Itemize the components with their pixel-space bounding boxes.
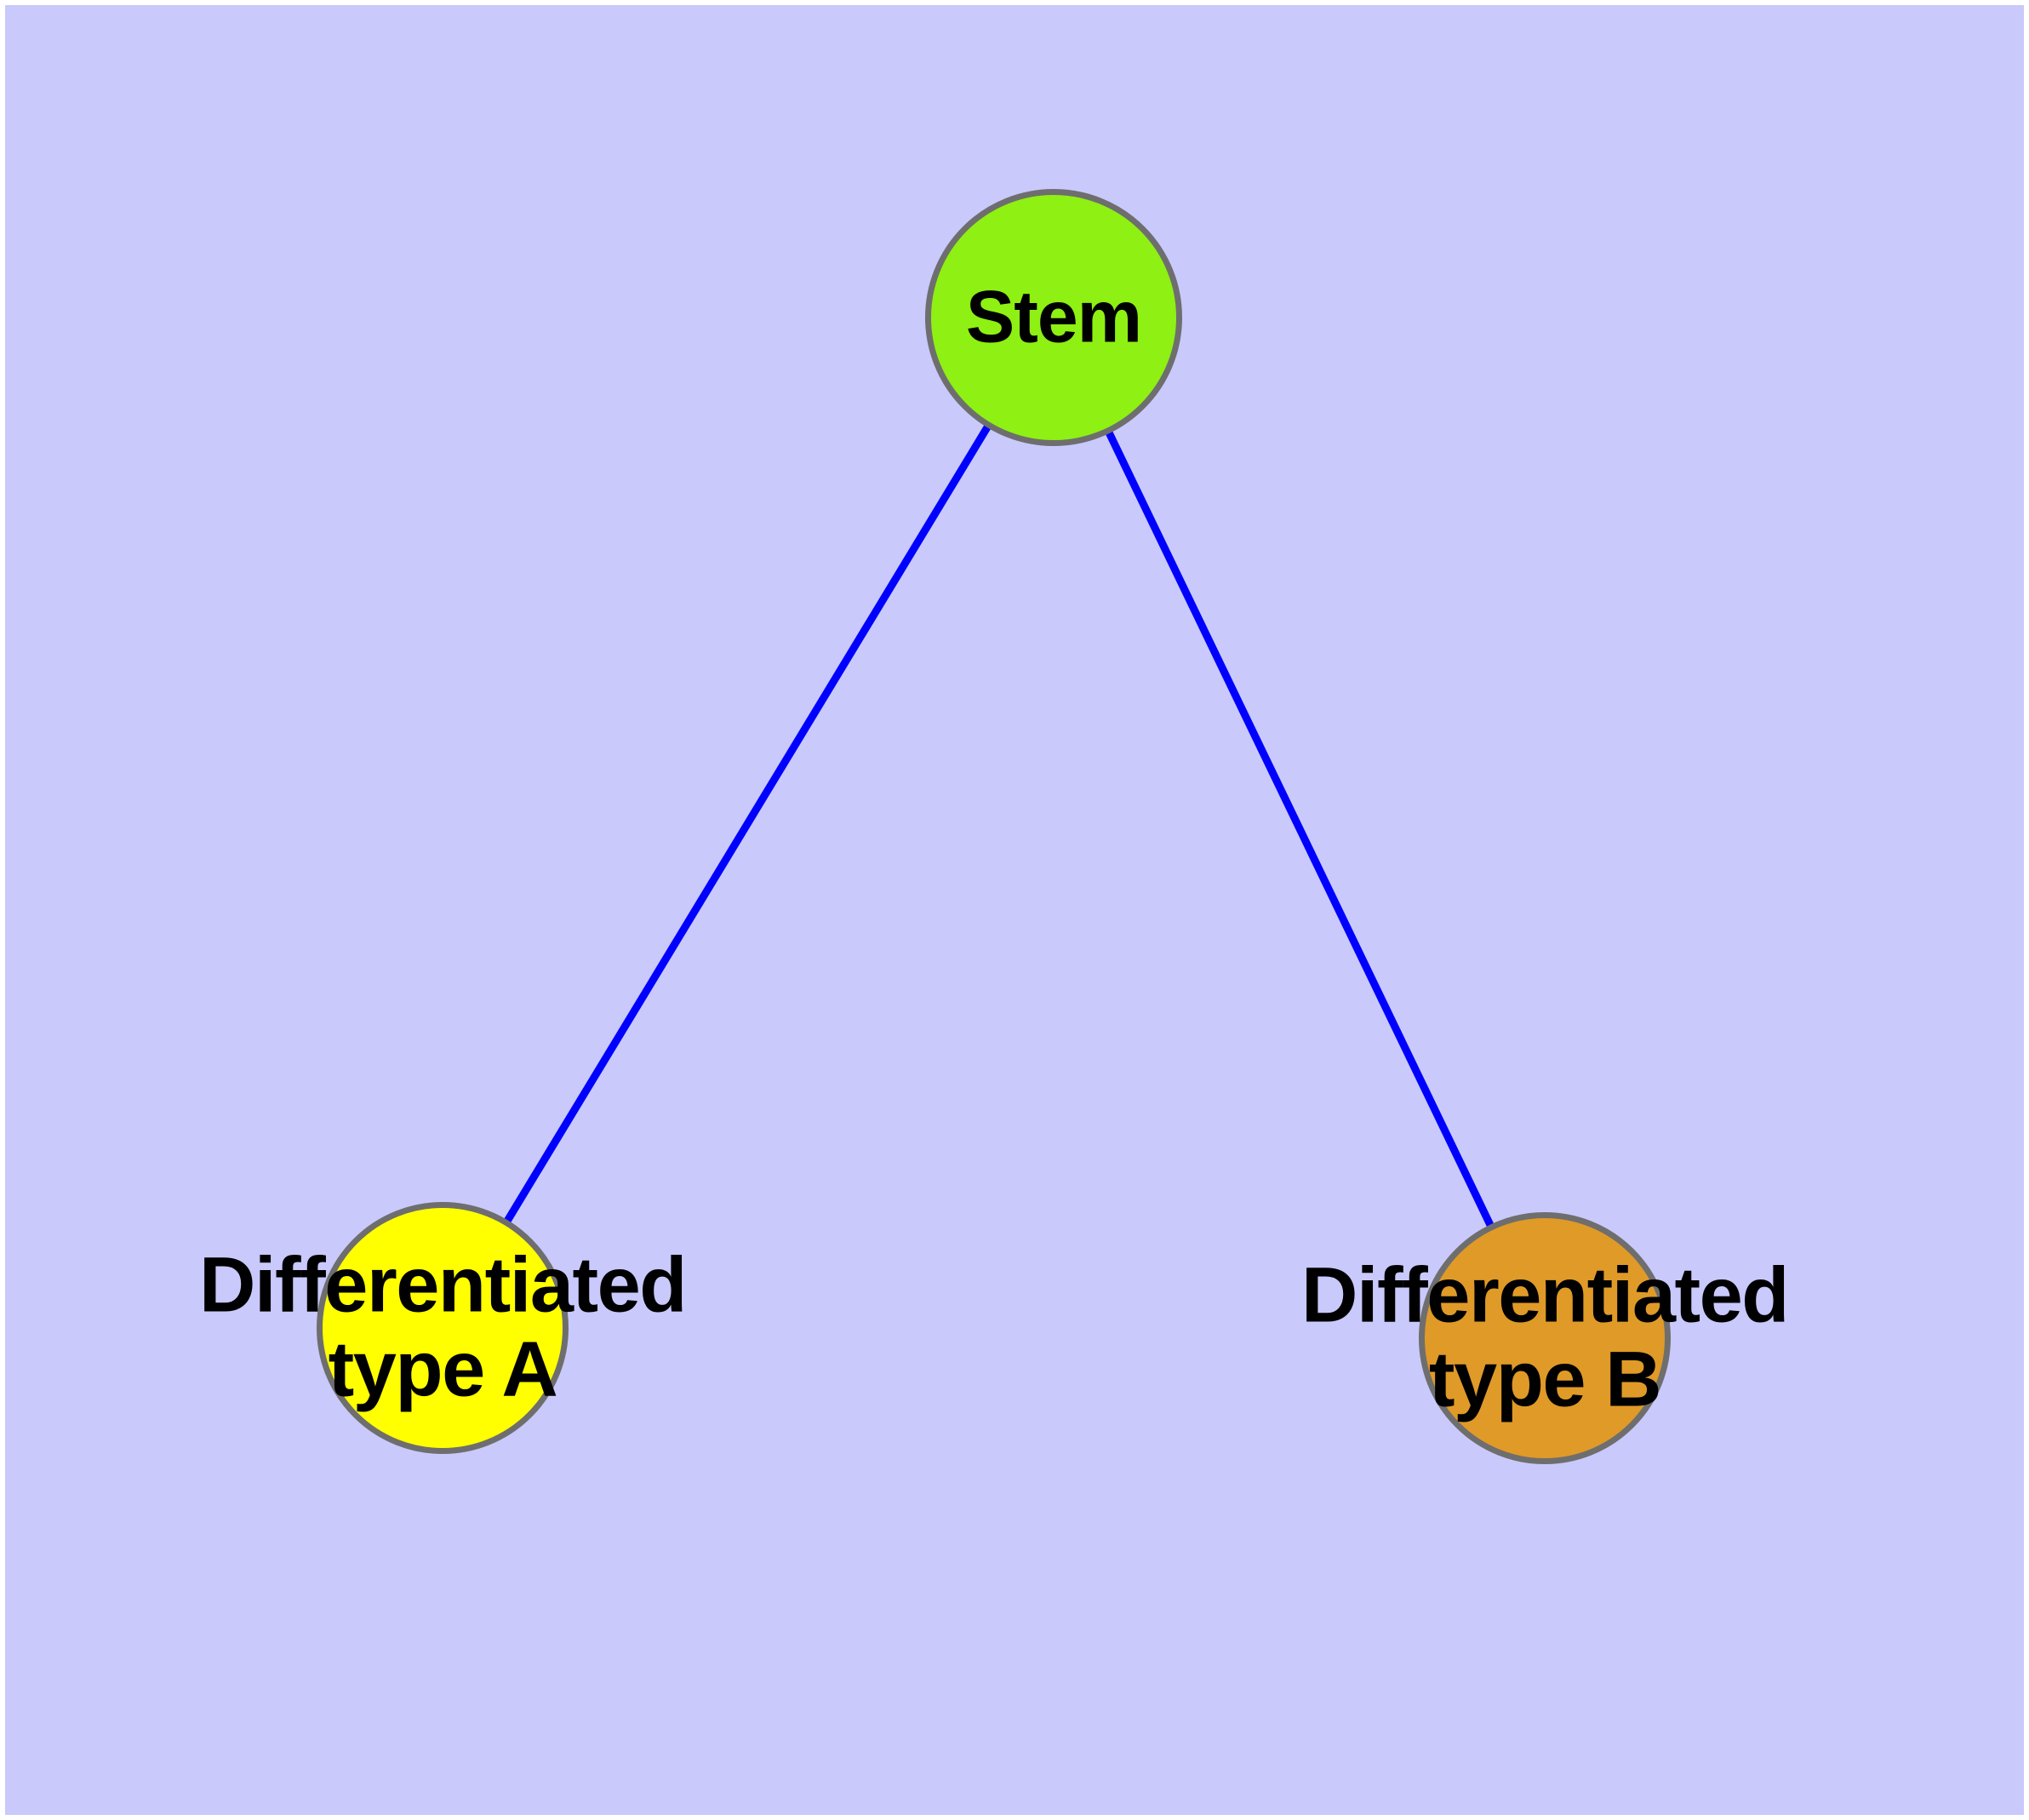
node-differentiated-type-b[interactable]: Differentiated type B	[1301, 1212, 1789, 1464]
edge-stem-to-differentiated-type-b	[1049, 316, 1549, 1340]
node-stem-label: Stem	[965, 276, 1142, 358]
node-differentiated-type-a[interactable]: Differentiated type A	[199, 1202, 687, 1454]
node-differentiated-type-a-label: Differentiated type A	[199, 1241, 687, 1413]
node-differentiated-type-b-label: Differentiated type B	[1301, 1251, 1789, 1423]
node-layer: Stem Differentiated type A Differentiate…	[5, 5, 2024, 1815]
edge-layer	[439, 315, 1549, 1340]
node-stem[interactable]: Stem	[925, 189, 1182, 446]
graph-plot-area: Stem Differentiated type A Differentiate…	[5, 5, 2024, 1815]
edge-stem-to-differentiated-type-a	[439, 315, 1057, 1331]
